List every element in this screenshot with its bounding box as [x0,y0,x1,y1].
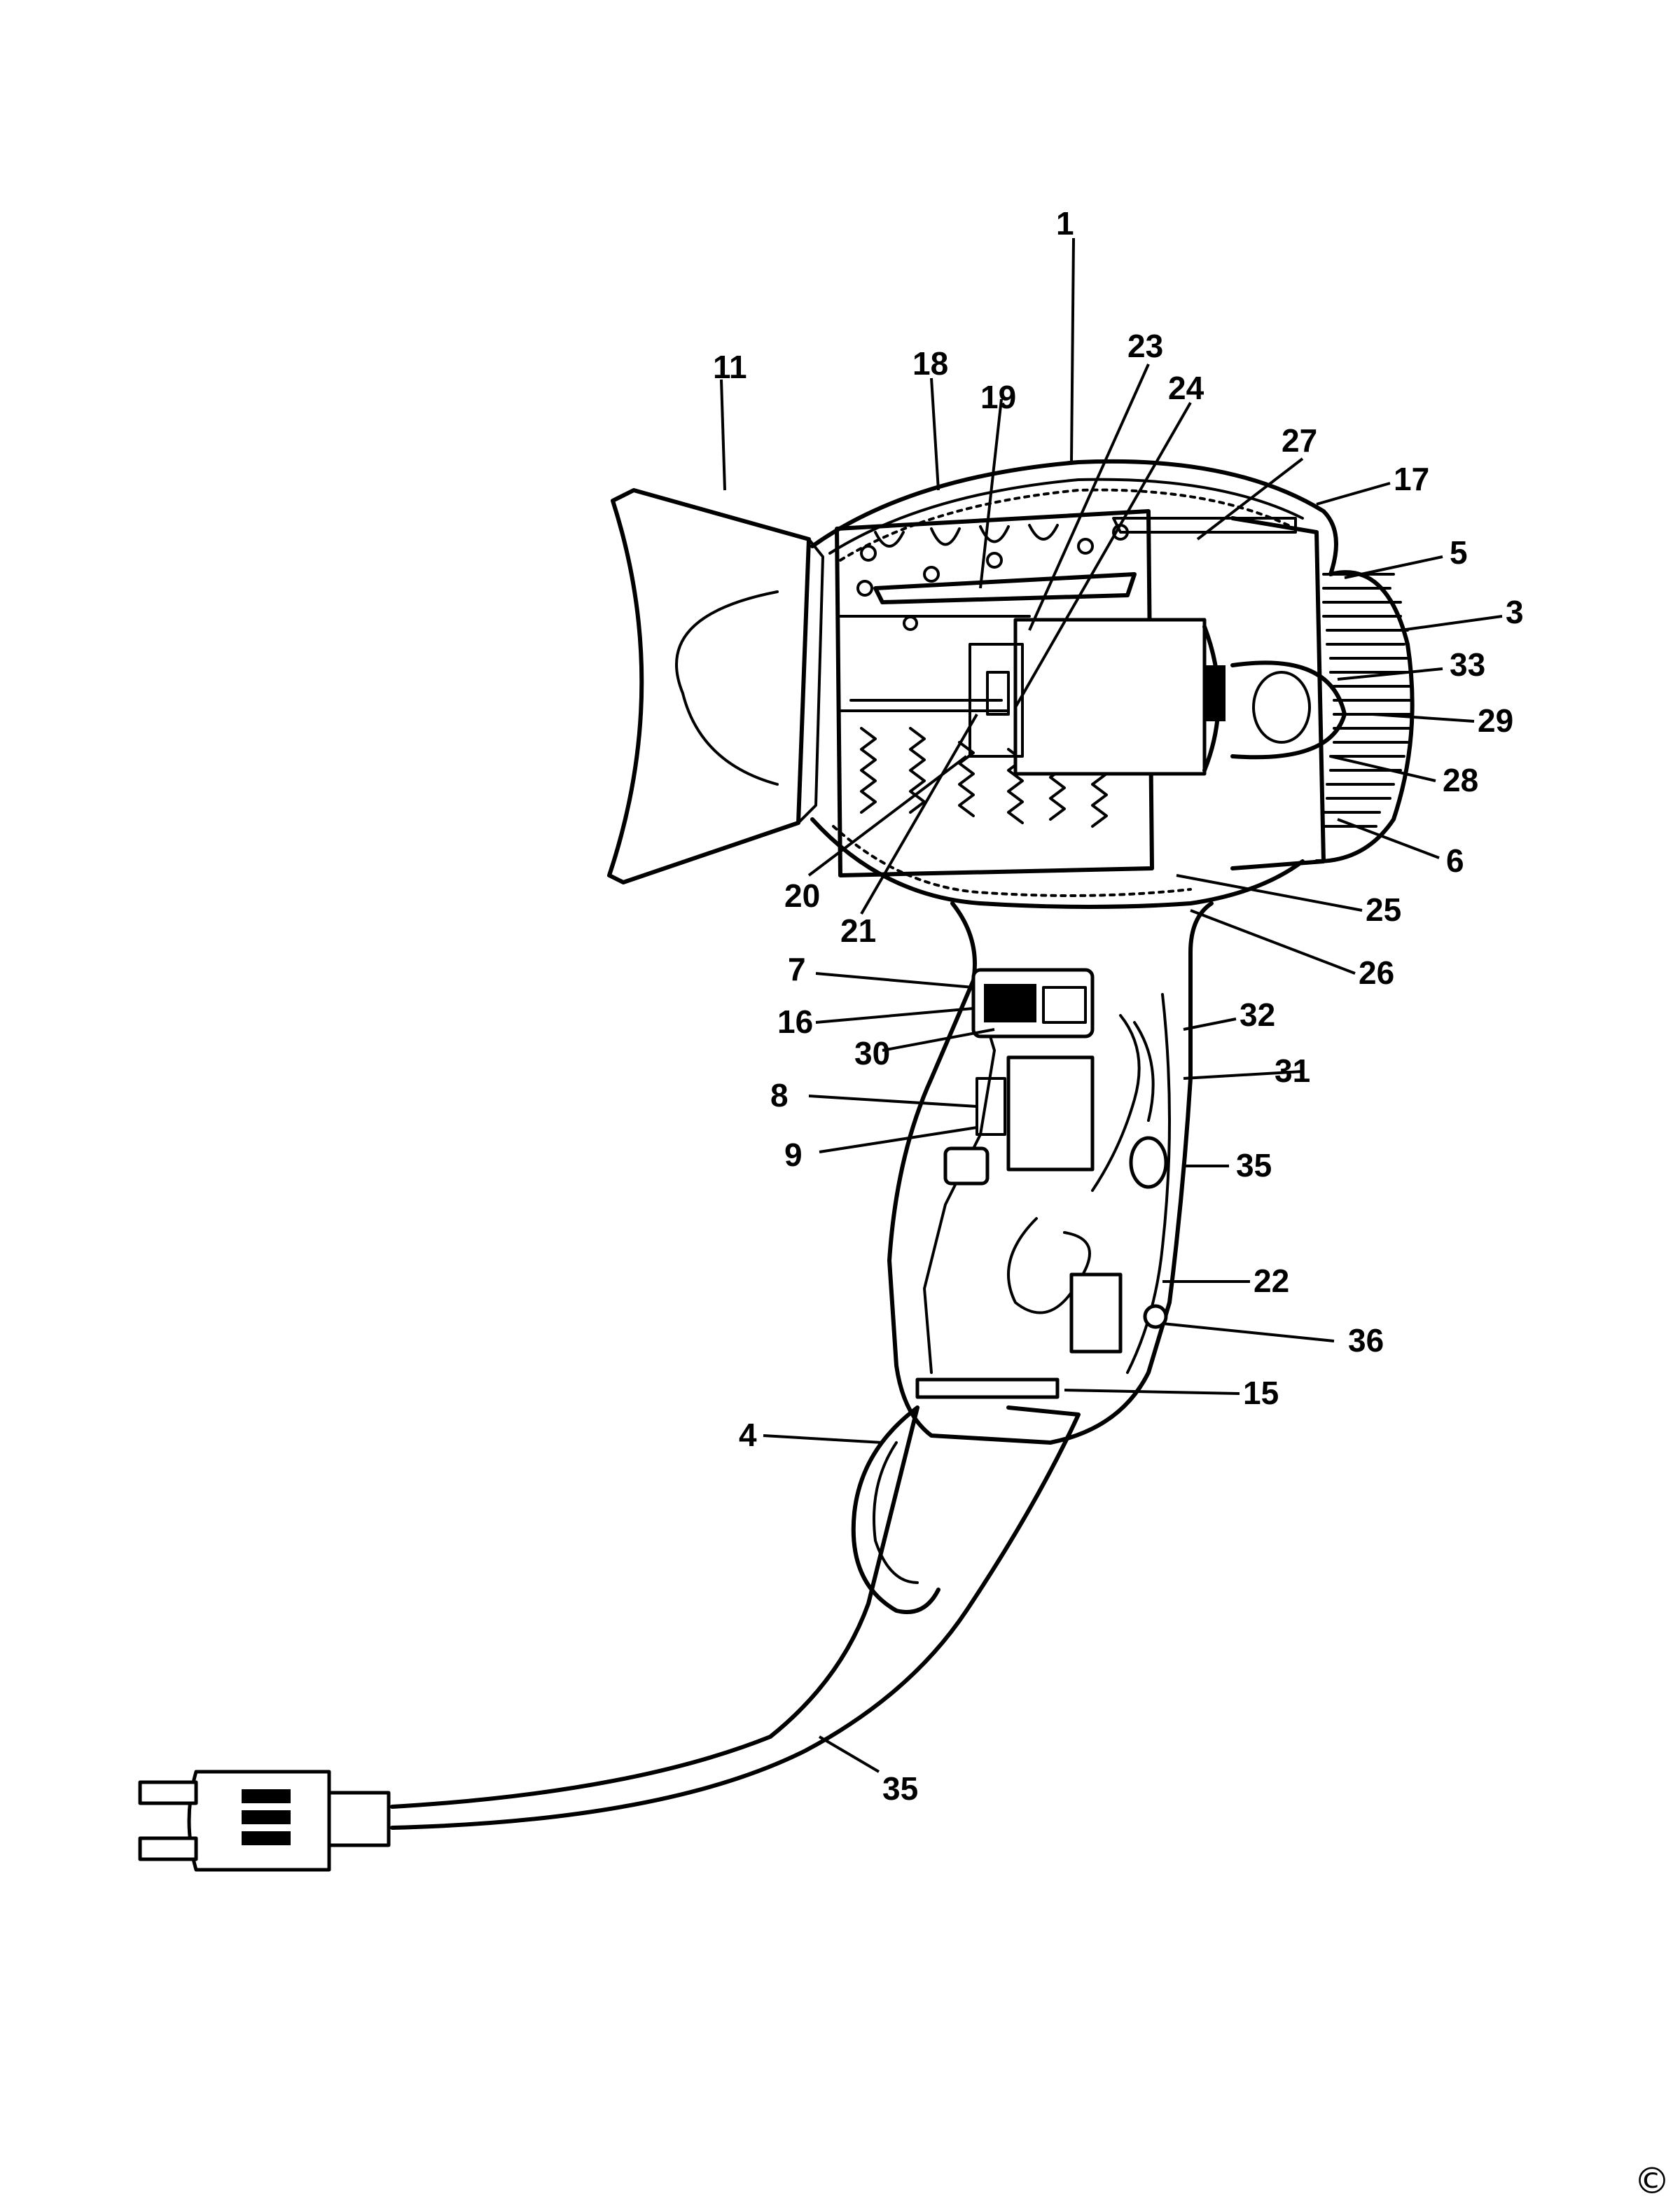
callout-30: 30 [854,1035,890,1071]
callout-35-cord: 35 [882,1770,918,1807]
copyright-symbol: © [1634,2160,1670,2202]
switch-assembly [943,968,1095,1186]
callout-1: 1 [1056,205,1074,242]
callout-6: 6 [1446,842,1464,879]
callout-31: 31 [1275,1053,1310,1089]
callout-16: 16 [777,1004,813,1040]
callout-27: 27 [1282,422,1317,459]
main-housing [810,459,1338,909]
callout-5: 5 [1450,534,1468,571]
callout-35-handle: 35 [1236,1147,1272,1183]
callout-labels: 1 11 18 19 23 24 27 17 5 3 33 29 28 6 25… [713,205,1524,1807]
leader-lines [720,237,1503,1773]
callout-21: 21 [840,912,876,949]
callout-22: 22 [1254,1263,1289,1299]
callout-9: 9 [784,1137,803,1173]
callout-4: 4 [739,1417,757,1453]
callout-17: 17 [1394,461,1429,497]
callout-26: 26 [1359,954,1394,991]
callout-20: 20 [784,877,820,914]
callout-7: 7 [788,951,806,987]
callout-36: 36 [1348,1322,1384,1359]
callout-28: 28 [1443,762,1478,798]
callout-29: 29 [1478,702,1513,739]
callout-3: 3 [1506,594,1524,630]
callout-11: 11 [713,349,747,385]
callout-24: 24 [1168,370,1205,406]
callout-19: 19 [980,379,1016,415]
motor-assembly [969,517,1297,776]
cord-and-plug [138,1377,1081,1872]
internal-wiring [1007,1014,1168,1354]
callout-15: 15 [1243,1375,1279,1411]
fan-and-rear-grille [1230,516,1415,870]
callout-33: 33 [1450,646,1485,683]
callout-25: 25 [1366,891,1401,928]
callout-18: 18 [912,345,948,382]
nozzle-concentrator [607,488,824,884]
callout-23: 23 [1127,328,1163,364]
callout-32: 32 [1240,997,1275,1033]
callout-8: 8 [770,1077,789,1113]
